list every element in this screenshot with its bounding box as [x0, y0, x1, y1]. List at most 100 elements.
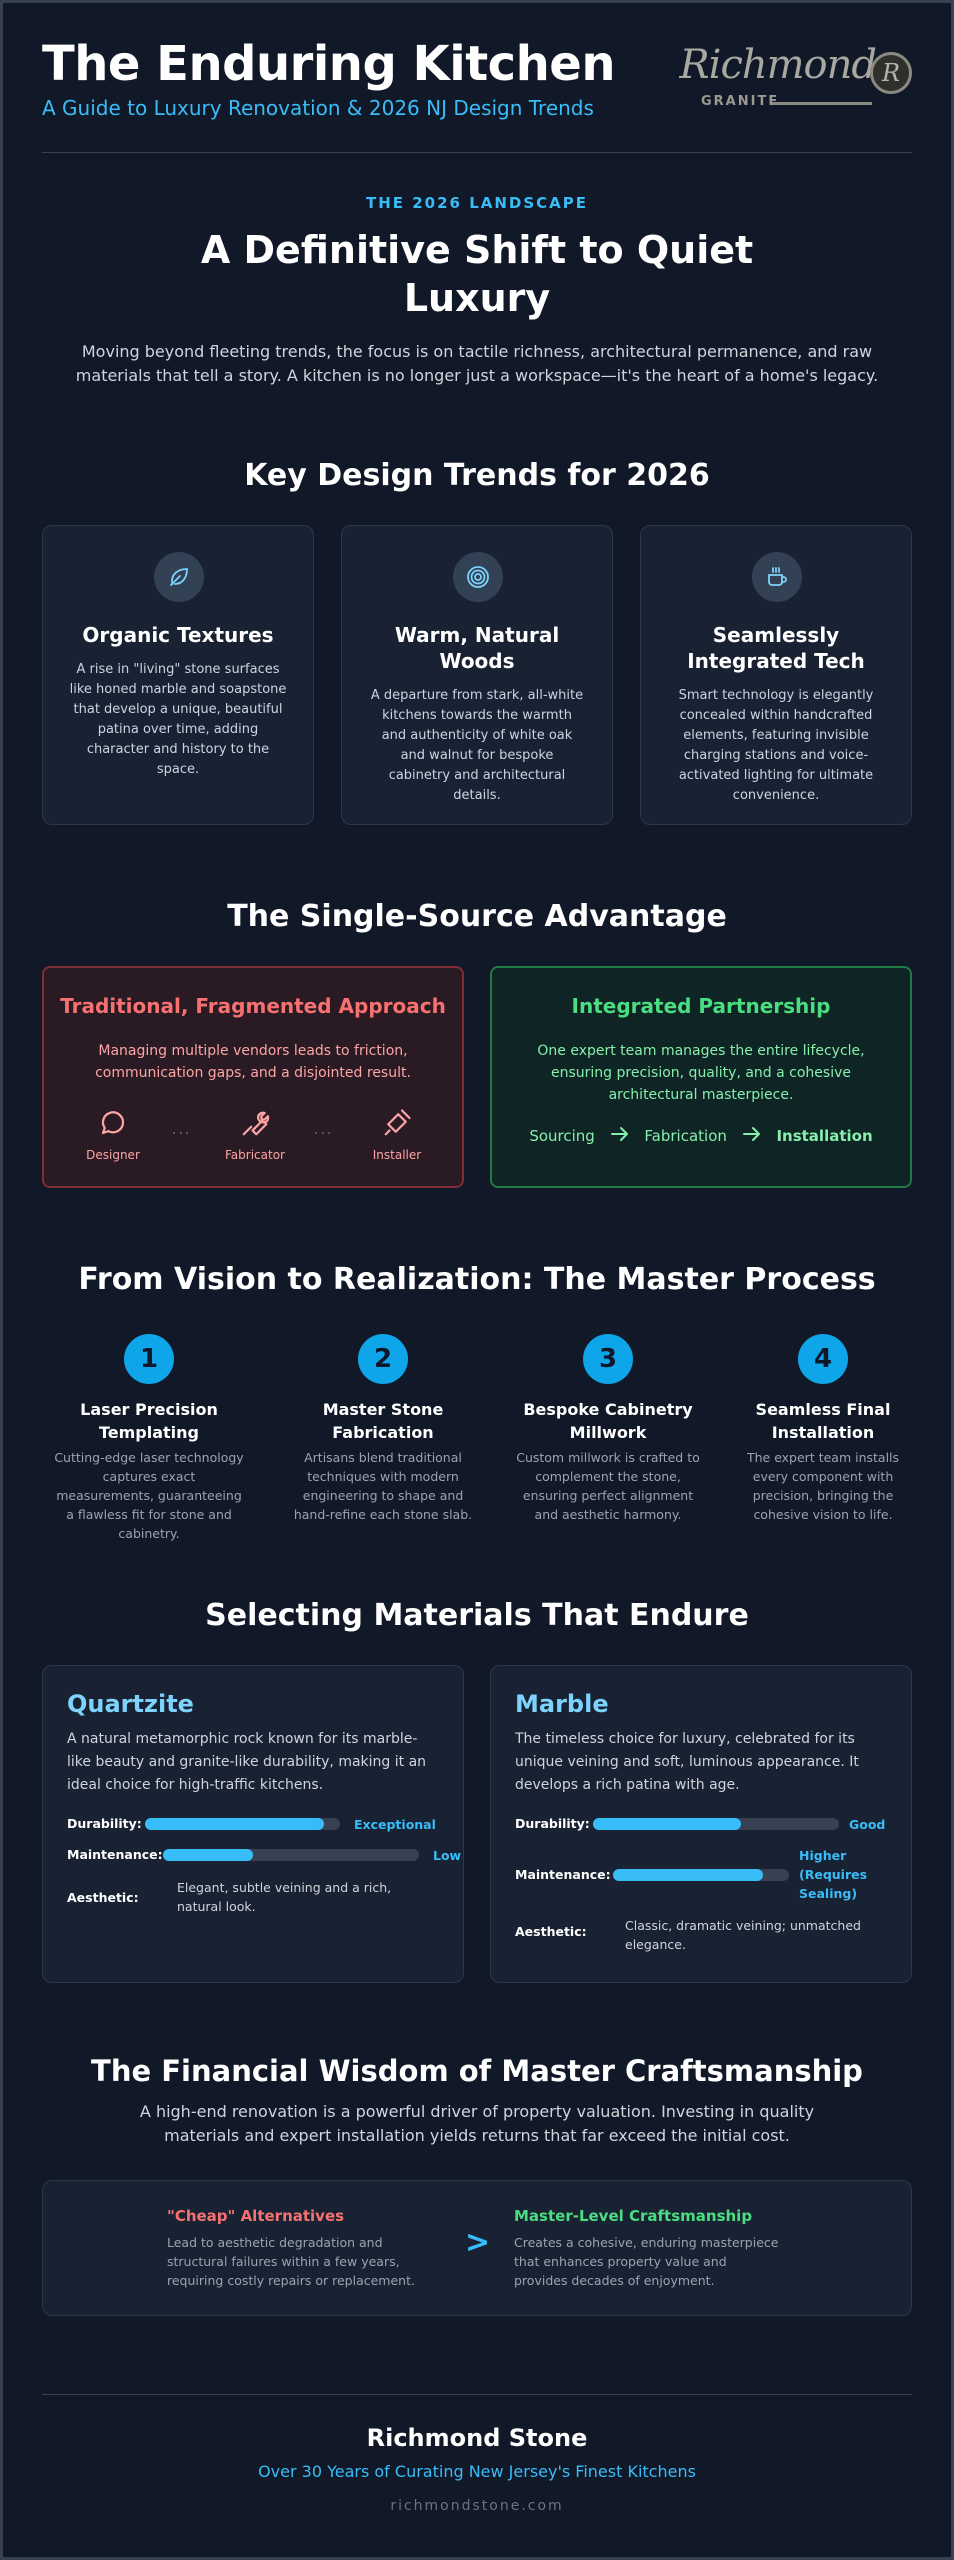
- durability-label: Durability:: [515, 1816, 590, 1831]
- trend-body: Smart technology is elegantly concealed …: [678, 688, 874, 803]
- trend-title: Warm, Natural Woods: [394, 623, 560, 673]
- materials-title: Selecting Materials That Endure: [205, 1598, 749, 1633]
- integrated-partnership-card: Integrated Partnership One expert team m…: [490, 966, 912, 1188]
- step-title: Master Stone Fabrication: [322, 1400, 444, 1442]
- durability-bar: [593, 1818, 839, 1830]
- trend-body: A departure from stark, all-white kitche…: [370, 688, 584, 803]
- step-number: 4: [798, 1334, 848, 1384]
- durability-value: Exceptional: [354, 1817, 436, 1832]
- trend-card-organic-textures: Organic Textures A rise in "living" ston…: [42, 525, 314, 825]
- maintenance-bar: [163, 1849, 419, 1861]
- wood-grain-icon: [453, 552, 503, 602]
- step-body: Artisans blend traditional techniques wi…: [293, 1450, 473, 1522]
- logo-monogram: R: [870, 52, 912, 94]
- aesthetic-label: Aesthetic:: [67, 1890, 139, 1905]
- material-name: Quartzite: [67, 1690, 194, 1718]
- greater-than-icon: >: [465, 2225, 491, 2260]
- integrated-flow: Sourcing Fabrication Installation: [492, 1126, 910, 1146]
- durability-bar-fill: [593, 1818, 741, 1830]
- integrated-title: Integrated Partnership: [571, 994, 831, 1018]
- step-number: 3: [583, 1334, 633, 1384]
- arrow-right-icon: [742, 1126, 762, 1146]
- aesthetic-label: Aesthetic:: [515, 1924, 587, 1939]
- footer-company-name: Richmond Stone: [366, 2424, 588, 2452]
- maintenance-bar-fill: [613, 1869, 763, 1881]
- role-label: Installer: [372, 1148, 422, 1162]
- step-body: Custom millwork is crafted to complement…: [516, 1450, 700, 1522]
- flow-step-sourcing: Sourcing: [529, 1127, 595, 1145]
- logo-underline: [772, 102, 872, 105]
- durability-bar: [145, 1818, 340, 1830]
- header-divider: [42, 152, 912, 153]
- master-craftsmanship: Master-Level Craftsmanship Creates a coh…: [514, 2207, 784, 2290]
- cheap-alternatives: "Cheap" Alternatives Lead to aesthetic d…: [167, 2207, 437, 2290]
- trends-title: Key Design Trends for 2026: [244, 458, 710, 493]
- logo-wordmark: Richmond: [679, 42, 877, 88]
- material-description: A natural metamorphic rock known for its…: [67, 1731, 427, 1793]
- maintenance-label: Maintenance:: [67, 1847, 163, 1862]
- leaf-icon: [154, 552, 204, 602]
- traditional-body: Managing multiple vendors leads to frict…: [95, 1043, 411, 1081]
- durability-value: Good: [849, 1817, 886, 1832]
- material-description: The timeless choice for luxury, celebrat…: [515, 1731, 859, 1793]
- landscape-eyebrow: THE 2026 LANDSCAPE: [365, 194, 589, 212]
- material-name: Marble: [515, 1690, 609, 1718]
- durability-label: Durability:: [67, 1816, 142, 1831]
- richmond-granite-logo[interactable]: Richmond R GRANITE: [680, 42, 912, 110]
- role-separator: ···: [172, 1126, 192, 1142]
- footer-divider: [42, 2394, 912, 2395]
- chat-bubble-icon: [101, 1111, 125, 1135]
- step-body: Cutting-edge laser technology captures e…: [54, 1450, 244, 1541]
- traditional-approach-card: Traditional, Fragmented Approach Managin…: [42, 966, 464, 1188]
- wrench-icon: [242, 1111, 270, 1136]
- flow-step-fabrication: Fabrication: [644, 1127, 727, 1145]
- footer-website-link[interactable]: richmondstone.com: [390, 2498, 564, 2514]
- aesthetic-value: Elegant, subtle veining and a rich, natu…: [177, 1880, 392, 1914]
- integrated-body: One expert team manages the entire lifec…: [537, 1043, 865, 1103]
- master-title: Master-Level Craftsmanship: [514, 2207, 753, 2225]
- process-title: From Vision to Realization: The Master P…: [78, 1262, 876, 1297]
- role-label: Fabricator: [225, 1148, 285, 1162]
- step-title: Bespoke Cabinetry Millwork: [523, 1400, 693, 1442]
- cup-icon: [752, 552, 802, 602]
- footer-tagline: Over 30 Years of Curating New Jersey's F…: [258, 2462, 696, 2481]
- page-subtitle: A Guide to Luxury Renovation & 2026 NJ D…: [42, 96, 594, 120]
- step-title: Laser Precision Templating: [80, 1400, 218, 1442]
- logo-granite-label: GRANITE: [701, 94, 780, 109]
- arrow-right-icon: [610, 1126, 630, 1146]
- page-header: The Enduring Kitchen A Guide to Luxury R…: [42, 36, 912, 120]
- maintenance-label: Maintenance:: [515, 1867, 611, 1882]
- landscape-title: A Definitive Shift to Quiet Luxury: [200, 228, 754, 320]
- step-title: Seamless Final Installation: [755, 1400, 891, 1442]
- step-body: The expert team installs every component…: [746, 1450, 900, 1522]
- aesthetic-value: Classic, dramatic veining; unmatched ele…: [625, 1918, 861, 1952]
- financial-comparison-card: "Cheap" Alternatives Lead to aesthetic d…: [42, 2180, 912, 2316]
- financial-title: The Financial Wisdom of Master Craftsman…: [91, 2054, 863, 2088]
- single-source-title: The Single-Source Advantage: [227, 899, 727, 934]
- role-separator: ···: [314, 1126, 334, 1142]
- cheap-title: "Cheap" Alternatives: [167, 2207, 345, 2225]
- maintenance-value: Higher (Requires Sealing): [799, 1848, 868, 1901]
- trend-card-warm-woods: Warm, Natural Woods A departure from sta…: [341, 525, 613, 825]
- landscape-body: Moving beyond fleeting trends, the focus…: [75, 342, 879, 385]
- flow-step-installation: Installation: [776, 1127, 873, 1145]
- durability-bar-fill: [145, 1818, 325, 1830]
- trend-card-integrated-tech: Seamlessly Integrated Tech Smart technol…: [640, 525, 912, 825]
- cheap-body: Lead to aesthetic degradation and struct…: [167, 2235, 415, 2288]
- maintenance-bar-fill: [163, 1849, 253, 1861]
- master-body: Creates a cohesive, enduring masterpiece…: [514, 2235, 779, 2288]
- trend-title: Seamlessly Integrated Tech: [687, 623, 865, 673]
- trend-title: Organic Textures: [82, 623, 274, 647]
- step-number: 1: [124, 1334, 174, 1384]
- hammer-icon: [384, 1109, 411, 1136]
- trend-body: A rise in "living" stone surfaces like h…: [69, 662, 287, 777]
- traditional-title: Traditional, Fragmented Approach: [60, 994, 446, 1018]
- role-label: Designer: [86, 1148, 140, 1162]
- step-number: 2: [358, 1334, 408, 1384]
- material-card-marble: Marble The timeless choice for luxury, c…: [490, 1665, 912, 1983]
- maintenance-value: Low: [433, 1848, 462, 1863]
- financial-body: A high-end renovation is a powerful driv…: [139, 2102, 815, 2145]
- material-card-quartzite: Quartzite A natural metamorphic rock kno…: [42, 1665, 464, 1983]
- page-title: The Enduring Kitchen: [42, 36, 615, 92]
